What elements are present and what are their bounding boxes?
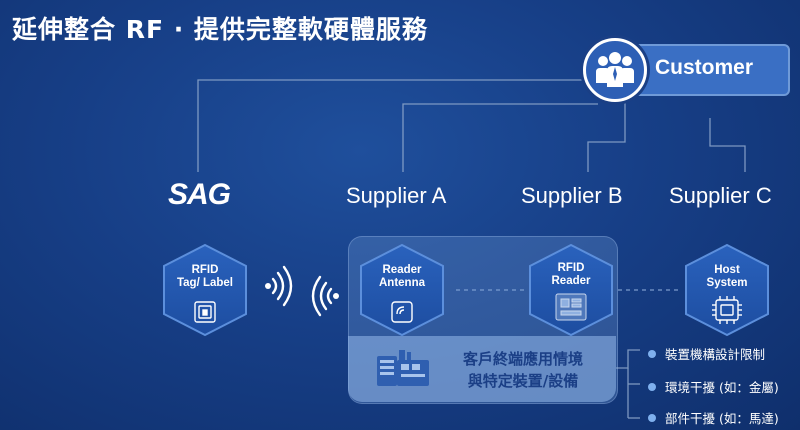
- line-constraints-bracket: [616, 349, 640, 369]
- cpu-chip-icon: [712, 296, 742, 324]
- customer-label: Customer: [655, 56, 754, 79]
- reader-device-icon: [555, 293, 587, 321]
- rfid-tag-icon: [194, 301, 216, 323]
- factory-machine-icon: [375, 348, 431, 392]
- scenario-text: 客戶終端應用情境 與特定裝置/設備: [438, 348, 608, 392]
- list-item: 環境干擾 (如：金屬): [648, 377, 779, 396]
- wireless-waves-icon: [265, 265, 339, 317]
- scenario-line1: 客戶終端應用情境: [462, 350, 583, 368]
- hex-rfid-reader: [529, 243, 613, 337]
- hex-reader-antenna: [360, 243, 444, 337]
- rfid-tag-label: RFID Tag/ Label: [176, 264, 234, 289]
- line-supplier-a: [402, 103, 598, 172]
- list-item: 裝置機構設計限制: [648, 344, 765, 363]
- page-title: 延伸整合 RF · 提供完整軟硬體服務: [12, 15, 428, 44]
- list-item: 部件干擾 (如：馬達): [648, 408, 779, 427]
- sag-logo: SAG: [168, 178, 231, 211]
- hex-host-system: [685, 243, 769, 337]
- rfid-reader-label: RFID Reader: [551, 262, 591, 287]
- people-group-icon: [583, 38, 647, 102]
- bullet-dot: [648, 383, 656, 391]
- supplier-c-label: Supplier C: [669, 183, 772, 208]
- bullet-dot: [648, 414, 656, 422]
- supplier-b-label: Supplier B: [521, 183, 623, 208]
- scenario-line2: 與特定裝置/設備: [467, 372, 579, 390]
- line-supplier-b: [587, 100, 626, 172]
- line-supplier-c: [709, 118, 746, 172]
- antenna-icon: [391, 301, 413, 323]
- hex-rfid-tag: [163, 243, 247, 337]
- host-system-label: Host System: [706, 264, 748, 289]
- reader-antenna-label: Reader Antenna: [379, 264, 425, 289]
- line-sag-customer: [197, 79, 585, 172]
- supplier-a-label: Supplier A: [346, 183, 447, 208]
- bullet-dot: [648, 350, 656, 358]
